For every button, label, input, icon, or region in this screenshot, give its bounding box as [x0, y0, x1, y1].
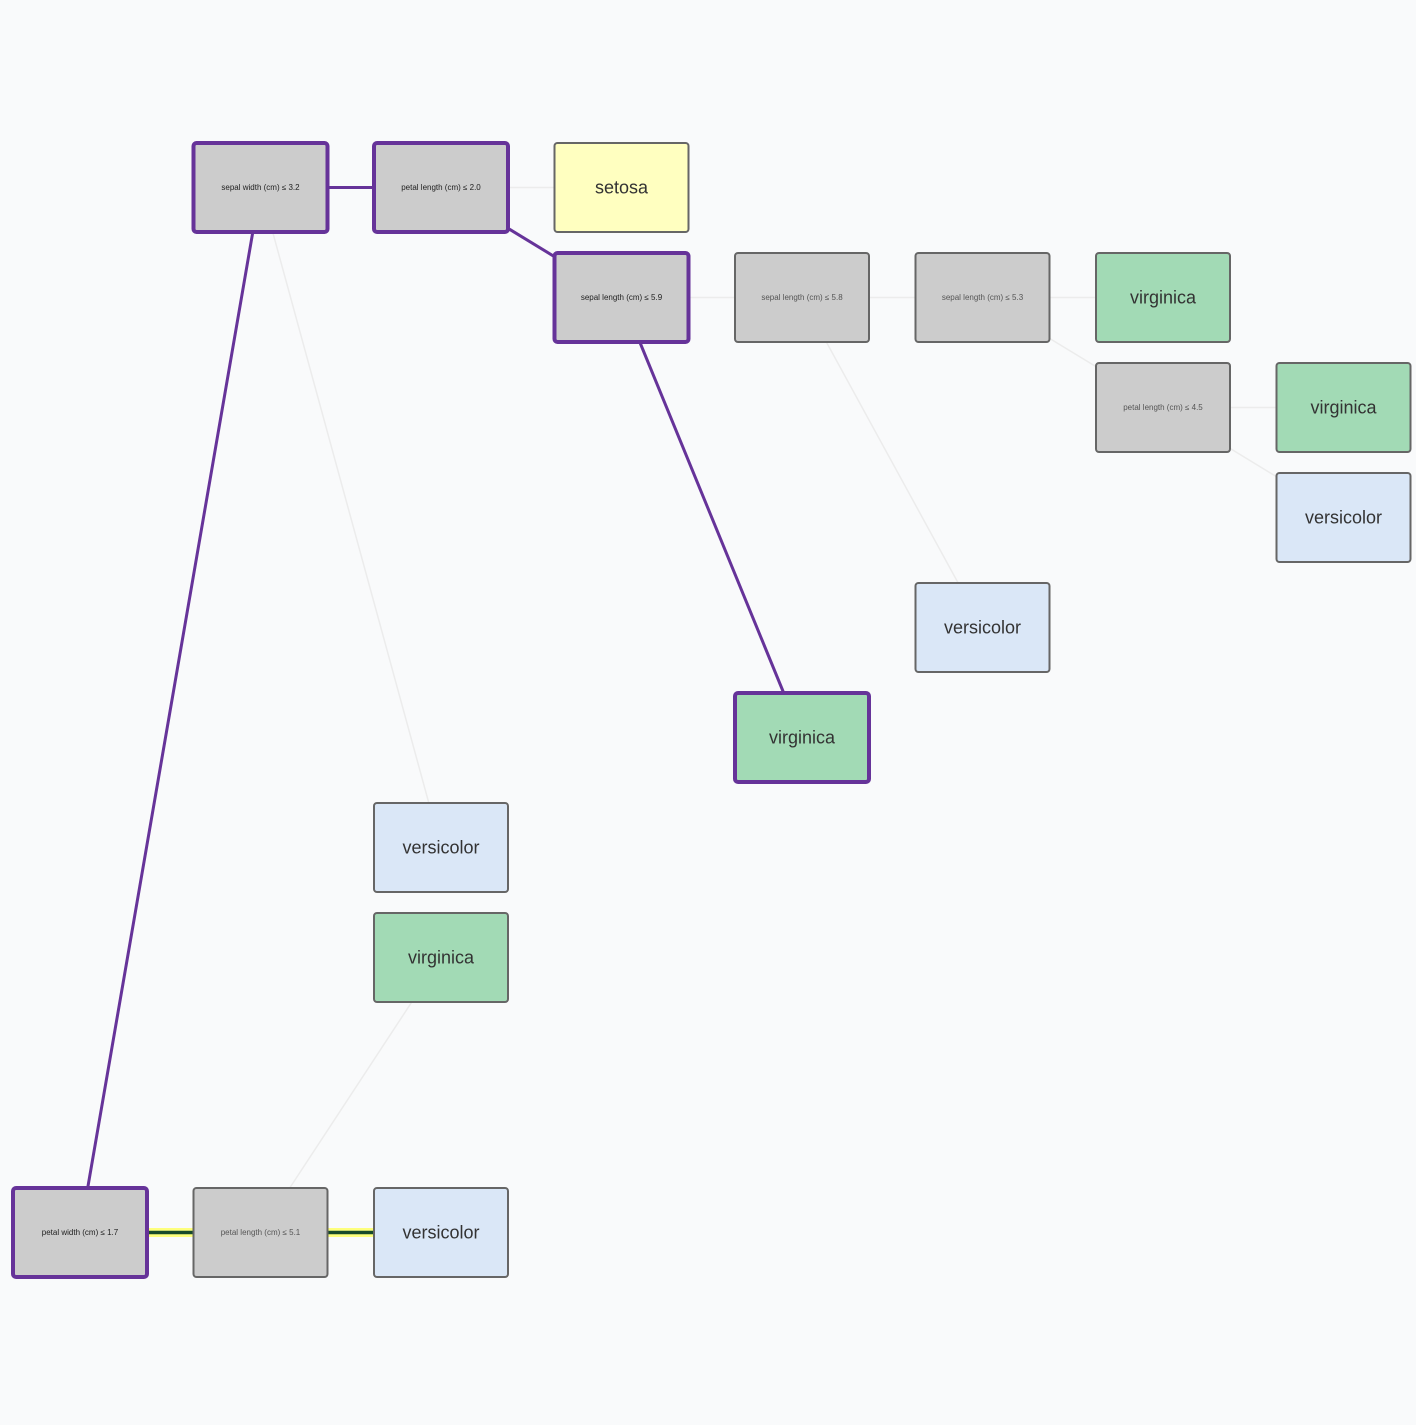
split-node-n7[interactable]: petal length (cm) ≤ 4.5	[1095, 362, 1231, 453]
node-box	[191, 141, 330, 234]
edge-n3-n11	[638, 341, 786, 694]
split-node-n0[interactable]: sepal width (cm) ≤ 3.2	[191, 141, 330, 234]
class-label: virginica	[1130, 288, 1197, 308]
leaf-node-n9[interactable]: versicolor	[1275, 472, 1412, 563]
edge-n0-n12	[271, 231, 430, 804]
node-box	[914, 252, 1051, 343]
split-condition-label: sepal length (cm) ≤ 5.9	[581, 293, 663, 302]
leaf-node-n8[interactable]: virginica	[1275, 362, 1412, 453]
node-box	[914, 582, 1051, 673]
leaf-node-n6[interactable]: virginica	[1095, 252, 1231, 343]
leaf-node-n16[interactable]: versicolor	[373, 1187, 509, 1278]
class-label: versicolor	[944, 618, 1021, 638]
split-condition-label: sepal width (cm) ≤ 3.2	[221, 183, 300, 192]
edge-n4-n10	[825, 341, 959, 584]
split-node-n4[interactable]: sepal length (cm) ≤ 5.8	[734, 252, 870, 343]
leaf-node-n13[interactable]: virginica	[373, 912, 509, 1003]
edge-n15-n13	[289, 1001, 413, 1189]
class-label: setosa	[595, 178, 649, 198]
split-node-n5[interactable]: sepal length (cm) ≤ 5.3	[914, 252, 1051, 343]
split-condition-label: petal length (cm) ≤ 4.5	[1123, 403, 1203, 412]
node-box	[733, 691, 871, 784]
node-box	[552, 251, 691, 344]
node-layer: sepal width (cm) ≤ 3.2 petal length (cm) …	[11, 141, 1412, 1279]
split-condition-label: sepal length (cm) ≤ 5.8	[761, 293, 843, 302]
node-box	[373, 1187, 509, 1278]
node-box	[1095, 362, 1231, 453]
split-node-n14[interactable]: petal width (cm) ≤ 1.7	[11, 1186, 149, 1279]
leaf-node-n10[interactable]: versicolor	[914, 582, 1051, 673]
class-label: versicolor	[402, 1223, 479, 1243]
node-box	[373, 912, 509, 1003]
class-label: virginica	[1310, 398, 1377, 418]
split-condition-label: petal length (cm) ≤ 5.1	[221, 1228, 301, 1237]
node-box	[192, 1187, 329, 1278]
class-label: versicolor	[402, 838, 479, 858]
split-node-n1[interactable]: petal length (cm) ≤ 2.0	[372, 141, 510, 234]
class-label: virginica	[408, 948, 475, 968]
class-label: versicolor	[1305, 508, 1382, 528]
leaf-node-n11[interactable]: virginica	[733, 691, 871, 784]
node-box	[1275, 472, 1412, 563]
split-condition-label: petal width (cm) ≤ 1.7	[42, 1228, 119, 1237]
split-node-n3[interactable]: sepal length (cm) ≤ 5.9	[552, 251, 691, 344]
split-node-n15[interactable]: petal length (cm) ≤ 5.1	[192, 1187, 329, 1278]
leaf-node-n2[interactable]: setosa	[553, 142, 690, 233]
node-box	[1275, 362, 1412, 453]
node-box	[11, 1186, 149, 1279]
node-box	[553, 142, 690, 233]
edge-n0-n14	[86, 231, 255, 1189]
edge-n5-n7	[1049, 337, 1097, 368]
node-box	[372, 141, 510, 234]
class-label: virginica	[769, 728, 836, 748]
edge-n1-n3	[507, 227, 556, 258]
edge-layer	[86, 186, 1277, 1237]
split-condition-label: sepal length (cm) ≤ 5.3	[942, 293, 1024, 302]
node-box	[734, 252, 870, 343]
split-condition-label: petal length (cm) ≤ 2.0	[401, 183, 481, 192]
node-box	[1095, 252, 1231, 343]
node-box	[373, 802, 509, 893]
leaf-node-n12[interactable]: versicolor	[373, 802, 509, 893]
edge-n7-n9	[1229, 447, 1277, 478]
